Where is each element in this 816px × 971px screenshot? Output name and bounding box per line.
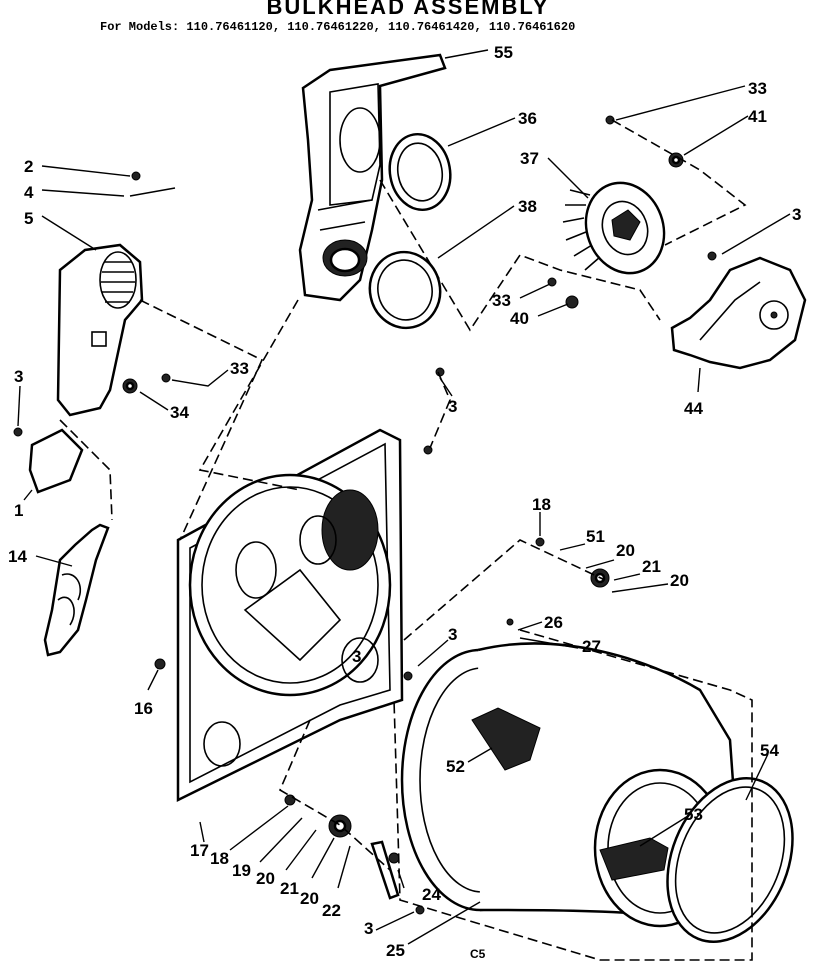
callout-18: 18 — [532, 495, 551, 514]
callout-20: 20 — [300, 889, 319, 908]
callout-33: 33 — [748, 79, 767, 98]
callout-53: 53 — [684, 805, 703, 824]
part-52-baffle — [471, 707, 541, 771]
callout-21: 21 — [642, 557, 661, 576]
part-5-lint-duct — [56, 243, 144, 417]
leader-lines — [17, 49, 791, 945]
callout-40: 40 — [510, 309, 529, 328]
callout-17: 17 — [190, 841, 209, 860]
callout-41: 41 — [748, 107, 767, 126]
callout-3: 3 — [352, 647, 361, 666]
callout-44: 44 — [684, 399, 703, 418]
callout-33: 33 — [492, 291, 511, 310]
callout-3: 3 — [448, 397, 457, 416]
callout-51: 51 — [586, 527, 605, 546]
callout-34: 34 — [170, 403, 189, 422]
callout-24: 24 — [422, 885, 441, 904]
callout-38: 38 — [518, 197, 537, 216]
hardware — [13, 115, 717, 915]
callout-20: 20 — [616, 541, 635, 560]
part-54-drum-seal — [666, 776, 794, 944]
callout-36: 36 — [518, 109, 537, 128]
callout-54: 54 — [760, 741, 779, 760]
callout-20: 20 — [670, 571, 689, 590]
callout-21: 21 — [280, 879, 299, 898]
assembly-lines — [59, 119, 753, 961]
callout-3: 3 — [792, 205, 801, 224]
callout-37: 37 — [520, 149, 539, 168]
part-55-blower-housing — [298, 53, 447, 302]
callout-19: 19 — [232, 861, 251, 880]
callout-18: 18 — [210, 849, 229, 868]
part-36-seal — [388, 132, 452, 212]
callout-3: 3 — [364, 919, 373, 938]
callout-16: 16 — [134, 699, 153, 718]
callout-26: 26 — [544, 613, 563, 632]
callout-22: 22 — [322, 901, 341, 920]
diagram-title: BULKHEAD ASSEMBLY — [266, 0, 550, 19]
part-44-fan-housing — [670, 256, 807, 370]
callout-25: 25 — [386, 941, 405, 960]
callout-20: 20 — [256, 869, 275, 888]
callout-2: 2 — [24, 157, 33, 176]
callout-3: 3 — [14, 367, 23, 386]
part-1-bracket — [28, 428, 84, 494]
part-37-blower-wheel — [562, 181, 666, 275]
model-numbers: For Models: 110.76461120, 110.76461220, … — [100, 20, 576, 34]
callouts: 55 33 36 41 37 3 38 2 4 5 33 40 44 33 3 … — [8, 43, 801, 961]
part-53-lifter — [599, 837, 669, 881]
callout-52: 52 — [446, 757, 465, 776]
callout-55: 55 — [494, 43, 513, 62]
part-17-bulkhead — [176, 428, 404, 803]
callout-3: 3 — [448, 625, 457, 644]
callout-33: 33 — [230, 359, 249, 378]
callout-1: 1 — [14, 501, 23, 520]
callout-14: 14 — [8, 547, 27, 566]
diagram-code: C5 — [470, 947, 486, 961]
callout-27: 27 — [582, 637, 601, 656]
callout-4: 4 — [24, 183, 34, 202]
part-14-wire-harness — [43, 523, 110, 657]
part-38-seal-ring — [368, 250, 442, 330]
callout-5: 5 — [24, 209, 33, 228]
